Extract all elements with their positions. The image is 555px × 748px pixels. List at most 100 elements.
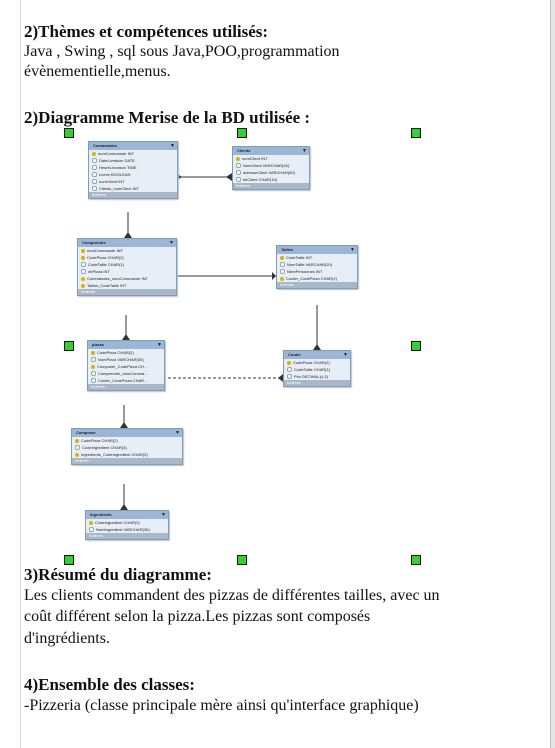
entity-field: Couter_CodePizza CHAR... <box>88 377 164 384</box>
selection-handle-bottom-right[interactable] <box>411 555 421 565</box>
entity-field: NomIngredient VARCHAR(30) <box>86 526 168 533</box>
entity-field: numClient INT <box>233 155 309 162</box>
selection-handle-left[interactable] <box>64 341 74 351</box>
entity-header: Ingredients▼ <box>86 511 168 519</box>
entity-indexes: Indexes <box>78 289 176 295</box>
entity-header: Composer▼ <box>72 429 182 437</box>
entity-field: Clients_numClient INT <box>89 185 177 192</box>
margin-guide <box>20 0 21 748</box>
selection-handle-top-left[interactable] <box>64 128 74 138</box>
attribute-icon <box>75 445 80 451</box>
entity-field: nbPizza INT <box>78 268 176 275</box>
attribute-icon <box>92 165 97 171</box>
entity-field: HeureLivraison TIME <box>89 164 177 171</box>
chevron-down-icon: ▼ <box>302 148 307 154</box>
attribute-icon <box>287 367 292 373</box>
entity-commandes[interactable]: Commandes▼ numCommande INT DateLivraison… <box>88 141 178 199</box>
key-icon <box>81 255 85 260</box>
entity-field: Livree BOOLEAN <box>89 171 177 178</box>
entity-pizzas[interactable]: pizzas▼ CodePizza CHAR(2) NomPizza VARCH… <box>87 340 165 391</box>
selection-handle-top[interactable] <box>237 128 247 138</box>
entity-field: CodeTaille CHAR(1) <box>78 261 176 268</box>
chevron-down-icon: ▼ <box>350 247 355 253</box>
classes-text-line-1: -Pizzeria (classe principale mère ainsi … <box>24 697 419 714</box>
themes-text-line-1: Java , Swing , sql sous Java,POO,program… <box>24 43 340 60</box>
key-icon <box>75 438 79 443</box>
key-icon <box>91 364 95 369</box>
entity-field: Composer_CodePizza CH... <box>88 363 164 370</box>
key-icon <box>92 151 96 156</box>
selection-handle-bottom[interactable] <box>237 555 247 565</box>
attribute-icon <box>287 374 292 380</box>
entity-field: NomPizza VARCHAR(30) <box>88 356 164 363</box>
entity-indexes: Indexes <box>277 282 357 288</box>
entity-header: Couter▼ <box>284 351 350 359</box>
entity-field: Ingredients_CodeIngredient CHAR(3) <box>72 451 182 458</box>
page-edge <box>550 0 551 748</box>
key-icon <box>89 520 93 525</box>
entity-field: NomClient VARCHAR(40) <box>233 162 309 169</box>
key-icon <box>280 255 284 260</box>
entity-couter[interactable]: Couter▼ CodePizza CHAR(2) CodeTaille CHA… <box>283 350 351 387</box>
entity-field: CodePizza CHAR(2) <box>78 254 176 261</box>
summary-text-line-3: d'ingrédients. <box>24 630 110 647</box>
entity-field: numClient INT <box>89 178 177 185</box>
entity-field: CodeTaille CHAR(1) <box>284 366 350 373</box>
entity-field: CodePizza CHAR(2) <box>72 437 182 444</box>
attribute-icon <box>81 262 86 268</box>
entity-field: numCommande INT <box>89 150 177 157</box>
entity-indexes: Indexes <box>233 183 309 189</box>
entity-field: adresseClient VARCHAR(50) <box>233 169 309 176</box>
attribute-icon <box>236 170 241 176</box>
entity-indexes: Indexes <box>284 380 350 386</box>
attribute-icon <box>92 172 97 178</box>
entity-indexes: Indexes <box>89 192 177 198</box>
entity-indexes: Indexes <box>86 533 168 539</box>
chevron-down-icon: ▼ <box>343 352 348 358</box>
themes-text-line-2: évènementielle,menus. <box>24 63 171 80</box>
entity-tailles[interactable]: Tailles▼ CodeTaille INT NomTaille VARCHA… <box>276 245 358 289</box>
entity-field: Prix DECIMAL(4,2) <box>284 373 350 380</box>
entity-field: Couter_CodePizza CHAR(2) <box>277 275 357 282</box>
entity-field: telClient CHAR(10) <box>233 176 309 183</box>
key-icon <box>75 452 79 457</box>
entity-composer[interactable]: Composer▼ CodePizza CHAR(2) CodeIngredie… <box>71 428 183 465</box>
selection-handle-right[interactable] <box>411 341 421 351</box>
key-icon <box>81 283 85 288</box>
selection-handle-bottom-left[interactable] <box>64 555 74 565</box>
attribute-icon <box>89 527 94 533</box>
attribute-icon <box>236 163 241 169</box>
attribute-icon <box>91 371 96 377</box>
chevron-down-icon: ▼ <box>157 342 162 348</box>
entity-header: pizzas▼ <box>88 341 164 349</box>
chevron-down-icon: ▼ <box>175 430 180 436</box>
attribute-icon <box>280 269 285 275</box>
entity-field: NbrePersonnes INT <box>277 268 357 275</box>
key-icon <box>236 156 240 161</box>
entity-field: Comprendre_numComma... <box>88 370 164 377</box>
entity-comprendre[interactable]: Comprendre▼ numCommande INT CodePizza CH… <box>77 238 177 296</box>
chevron-down-icon: ▼ <box>161 512 166 518</box>
attribute-icon <box>81 269 86 275</box>
key-icon <box>91 350 95 355</box>
attribute-icon <box>92 179 97 185</box>
key-icon <box>287 360 291 365</box>
section-title-diagram: 2)Diagramme Merise de la BD utilisée : <box>24 108 311 127</box>
entity-ingredients[interactable]: Ingredients▼ CodeIngredient CHAR(3) NomI… <box>85 510 169 540</box>
entity-field: CodeTaille INT <box>277 254 357 261</box>
entity-field: Commandes_numCommande INT <box>78 275 176 282</box>
attribute-icon <box>236 177 241 183</box>
selection-handle-top-right[interactable] <box>411 128 421 138</box>
summary-text-line-1: Les clients commandent des pizzas de dif… <box>24 587 440 604</box>
entity-header: Comprendre▼ <box>78 239 176 247</box>
section-title-summary: 3)Résumé du diagramme: <box>24 565 212 584</box>
summary-text-line-2: coût différent selon la pizza.Les pizzas… <box>24 608 371 625</box>
entity-clients[interactable]: Clients▼ numClient INT NomClient VARCHAR… <box>232 146 310 190</box>
entity-field: CodePizza CHAR(2) <box>88 349 164 356</box>
attribute-icon <box>280 262 285 268</box>
entity-field: CodePizza CHAR(2) <box>284 359 350 366</box>
attribute-icon <box>92 158 97 164</box>
chevron-down-icon: ▼ <box>170 143 175 149</box>
entity-field: CodeIngredient CHAR(3) <box>86 519 168 526</box>
